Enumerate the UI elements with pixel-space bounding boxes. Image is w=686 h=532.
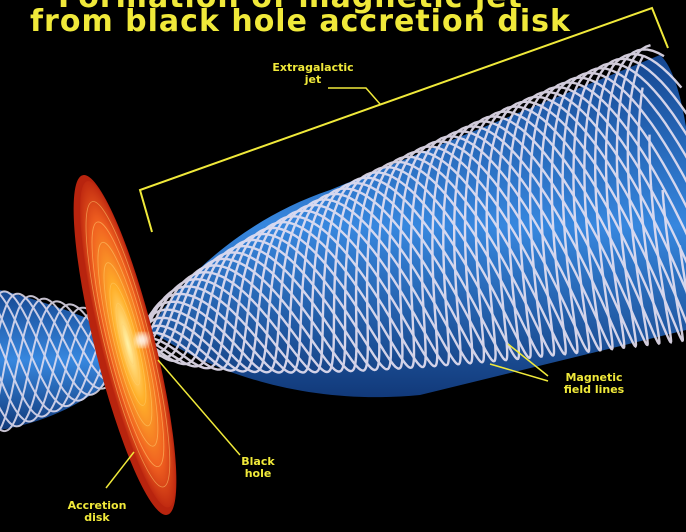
jet-leader <box>328 88 380 104</box>
label-magnetic-field-lines: Magnetic field lines <box>544 372 644 396</box>
label-extragalactic-jet: Extragalactic jet <box>258 62 368 86</box>
disk-leader <box>106 452 134 488</box>
label-accretion-disk: Accretion disk <box>52 500 142 524</box>
black-hole <box>135 333 149 347</box>
label-black-hole: Black hole <box>220 456 296 480</box>
title-line-2: from black hole accretion disk <box>30 4 686 39</box>
